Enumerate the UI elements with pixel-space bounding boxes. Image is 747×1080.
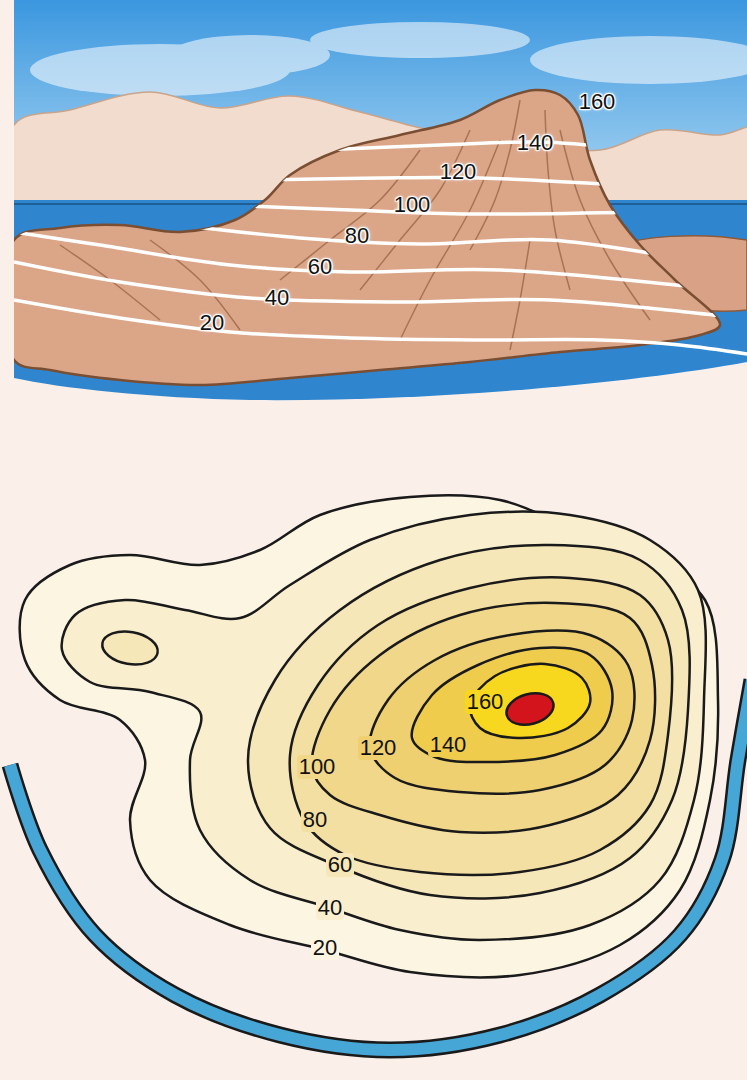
contour-value: 20 bbox=[198, 311, 226, 335]
contour-value: 60 bbox=[326, 853, 354, 877]
contour-value: 100 bbox=[392, 193, 433, 217]
landscape-view bbox=[14, 0, 747, 400]
contour-value: 120 bbox=[438, 160, 479, 184]
contour-40 bbox=[62, 512, 706, 940]
contour-120 bbox=[370, 631, 635, 794]
clouds bbox=[30, 22, 747, 96]
contour-value: 80 bbox=[301, 808, 329, 832]
contour-20 bbox=[20, 495, 718, 977]
contour-value: 140 bbox=[428, 733, 469, 757]
contour-value: 40 bbox=[263, 286, 291, 310]
contour-100 bbox=[312, 603, 655, 833]
contour-map bbox=[10, 495, 747, 1050]
contour-value: 80 bbox=[343, 224, 371, 248]
contour-140 bbox=[412, 648, 613, 762]
contour-value: 120 bbox=[358, 736, 399, 760]
contour-rings bbox=[20, 495, 718, 977]
contour-value: 140 bbox=[515, 131, 556, 155]
contour-value: 40 bbox=[316, 896, 344, 920]
contour-line bbox=[14, 300, 747, 356]
contour-line bbox=[14, 142, 740, 318]
contour-value: 100 bbox=[297, 755, 338, 779]
contour-value: 160 bbox=[465, 690, 506, 714]
contour-value: 160 bbox=[577, 90, 618, 114]
contour-value: 60 bbox=[306, 255, 334, 279]
summit bbox=[503, 688, 557, 729]
small-summit bbox=[100, 627, 161, 668]
contour-60 bbox=[248, 545, 690, 898]
contour-value: 20 bbox=[311, 936, 339, 960]
contour-80 bbox=[290, 577, 672, 874]
slope-hatching bbox=[60, 100, 650, 350]
